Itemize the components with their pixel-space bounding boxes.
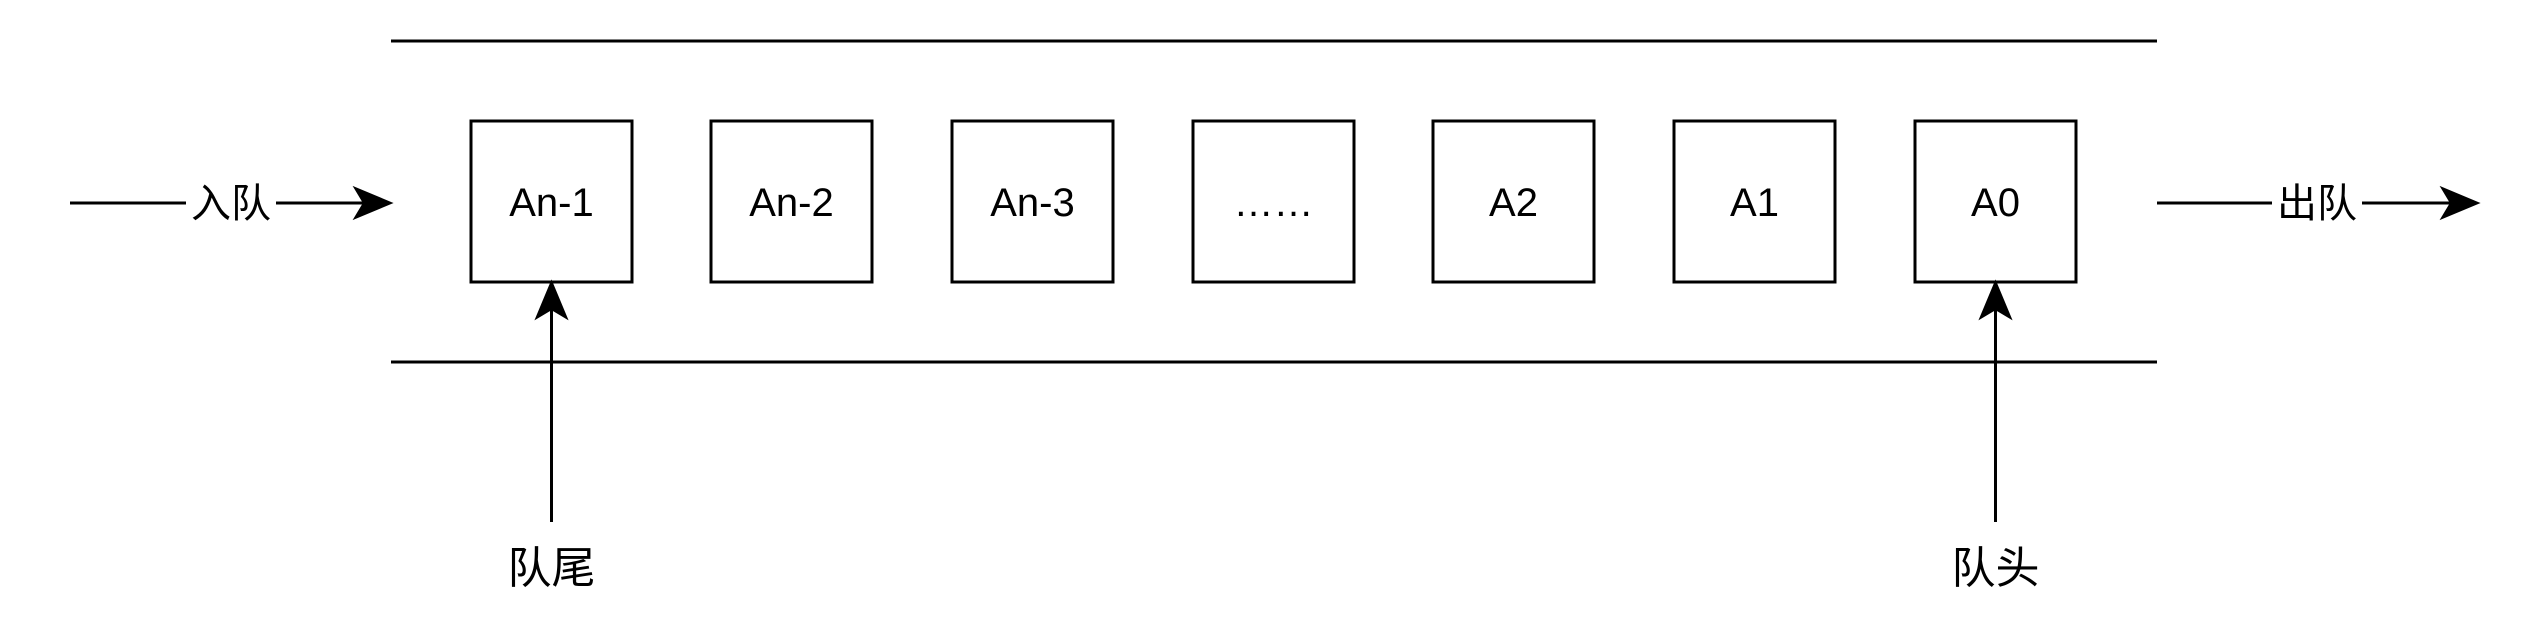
queue-element-label: An-1 xyxy=(509,181,594,225)
dequeue-arrow: 出队 xyxy=(2157,178,2481,228)
queue-element-box xyxy=(1672,119,1837,284)
head-pointer: 队头 xyxy=(1952,279,2040,594)
tail-pointer: 队尾 xyxy=(508,279,596,594)
dequeue-label-background xyxy=(2272,178,2362,228)
dequeue-label: 出队 xyxy=(2277,181,2357,227)
queue-element: …… xyxy=(1191,119,1356,284)
queue-element-box xyxy=(469,119,634,284)
enqueue-label: 入队 xyxy=(191,181,271,227)
queue-element: An-1 xyxy=(469,119,634,284)
queue-element: A0 xyxy=(1913,119,2078,284)
queue-element-label: A1 xyxy=(1730,181,1779,225)
enqueue-arrow: 入队 xyxy=(70,178,394,228)
enqueue-arrow-head xyxy=(352,185,394,221)
enqueue-label-background xyxy=(186,178,276,228)
queue-element: A1 xyxy=(1672,119,1837,284)
queue-element-label: An-2 xyxy=(749,181,834,225)
queue-element-box xyxy=(709,119,874,284)
head-pointer-arrow-head xyxy=(1978,279,2013,321)
queue-element-label: A0 xyxy=(1971,181,2020,225)
queue-element: An-3 xyxy=(950,119,1115,284)
queue-element: An-2 xyxy=(709,119,874,284)
queue-element-label: An-3 xyxy=(990,181,1075,225)
tail-label: 队尾 xyxy=(508,543,596,594)
queue-element-label: …… xyxy=(1234,181,1314,225)
queue-element-box xyxy=(1913,119,2078,284)
queue-element-box xyxy=(950,119,1115,284)
head-label: 队头 xyxy=(1952,543,2040,594)
queue-element-box xyxy=(1191,119,1356,284)
queue-element: A2 xyxy=(1431,119,1596,284)
queue-element-box xyxy=(1431,119,1596,284)
dequeue-arrow-head xyxy=(2439,185,2481,221)
tail-pointer-arrow-head xyxy=(534,279,569,321)
queue-element-label: A2 xyxy=(1489,181,1538,225)
